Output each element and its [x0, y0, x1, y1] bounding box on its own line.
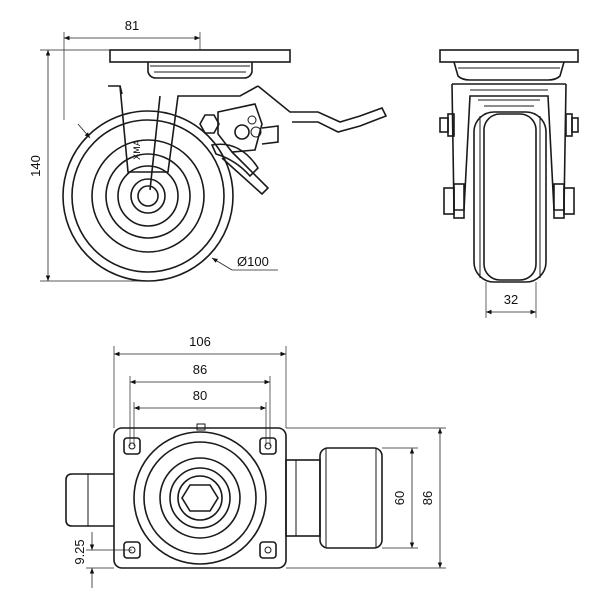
- dim-9-25: 9.25: [72, 532, 132, 588]
- svg-text:86: 86: [193, 362, 207, 377]
- dim-60: 60: [382, 447, 418, 549]
- svg-text:80: 80: [193, 388, 207, 403]
- top-view: [65, 423, 383, 569]
- svg-text:9.25: 9.25: [72, 539, 87, 564]
- svg-text:32: 32: [504, 292, 518, 307]
- svg-text:106: 106: [189, 334, 211, 349]
- svg-text:81: 81: [125, 18, 139, 33]
- brake-mechanism: [199, 85, 388, 196]
- dim-diameter-100: Ø100: [211, 254, 278, 271]
- side-view: XMA: [62, 49, 388, 282]
- svg-text:60: 60: [392, 491, 407, 505]
- dim-86-horizontal: 86: [129, 362, 271, 446]
- svg-text:140: 140: [28, 155, 43, 177]
- dim-86-vertical: 86: [286, 427, 446, 569]
- dim-80: 80: [133, 388, 267, 446]
- dim-81: 81: [63, 18, 201, 120]
- dim-106: 106: [113, 334, 287, 428]
- dim-140: 140: [28, 49, 150, 282]
- dim-32: 32: [485, 282, 537, 318]
- brand-label: XMA: [133, 139, 143, 160]
- svg-text:Ø100: Ø100: [237, 254, 269, 269]
- front-view: [439, 49, 579, 283]
- svg-text:86: 86: [420, 491, 435, 505]
